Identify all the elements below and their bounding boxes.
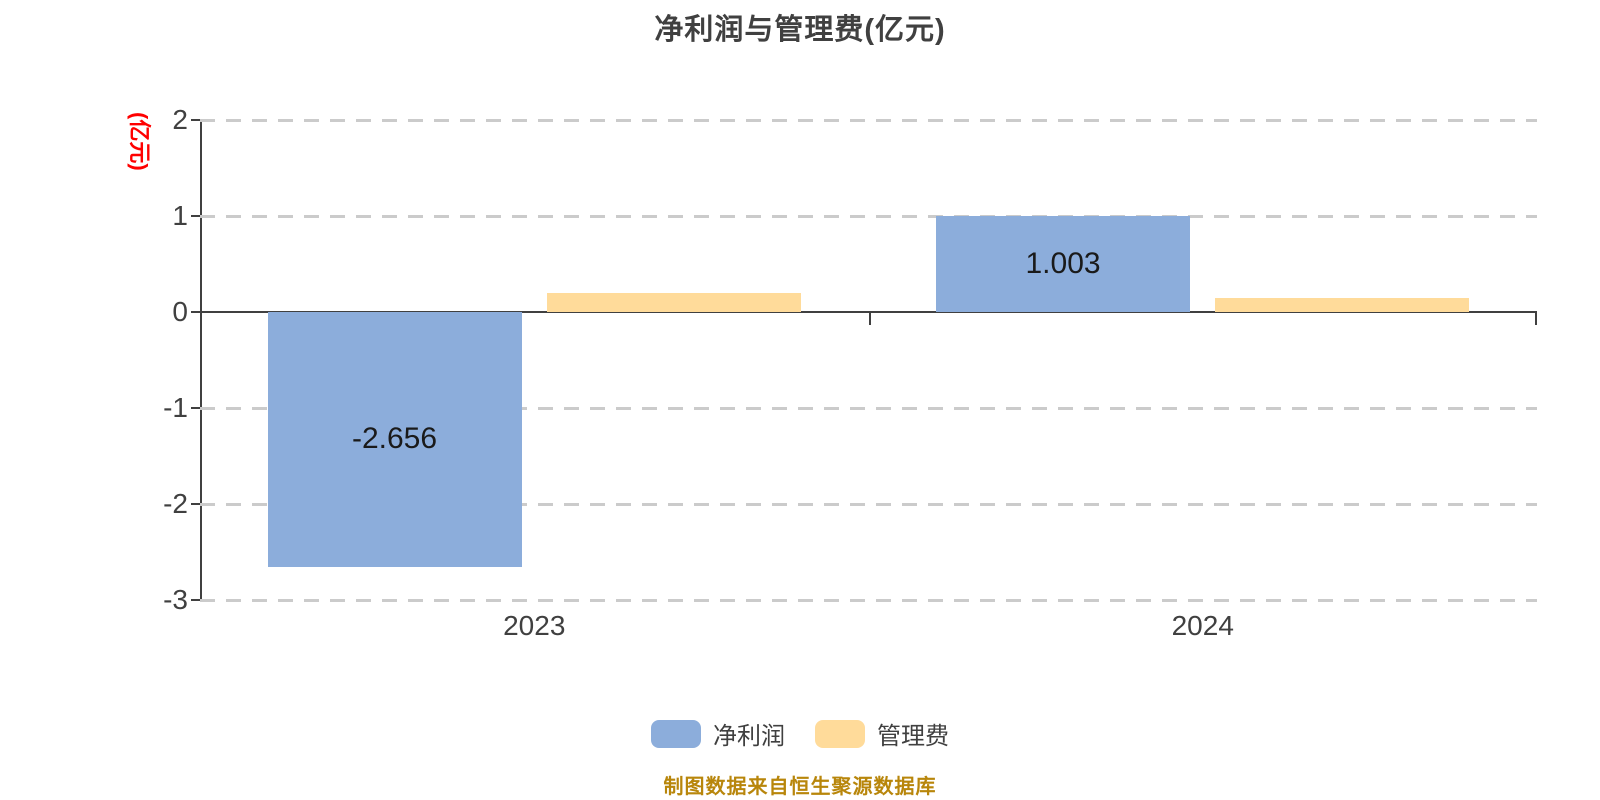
management-fee-swatch-icon	[815, 719, 865, 748]
x-axis-tick	[1535, 312, 1537, 325]
gridline-y1	[200, 214, 1537, 218]
bar-value-label: -2.656	[351, 422, 438, 456]
legend-label-net-profit: 净利润	[713, 723, 785, 750]
net-profit-swatch-icon	[651, 719, 701, 748]
y-tick-label: -1	[163, 392, 188, 423]
y-tick-label: -2	[163, 488, 188, 519]
data-source-note: 制图数据来自恒生聚源数据库	[663, 776, 937, 798]
y-tick-label: 1	[172, 200, 188, 231]
y-axis-tick	[191, 119, 200, 121]
bar-净利润-2024	[936, 215, 1191, 312]
gridline-y-2	[200, 502, 1537, 506]
bar-管理费-2023	[546, 292, 801, 312]
x-axis-tick	[200, 312, 202, 325]
y-axis-tick	[191, 311, 200, 313]
legend-label-management-fee: 管理费	[877, 723, 949, 750]
bar-净利润-2023	[267, 312, 522, 567]
legend-item-net-profit: 净利润	[651, 716, 785, 751]
legend: 净利润 管理费	[0, 716, 1600, 751]
y-axis-line	[200, 120, 202, 600]
y-tick-label: 0	[172, 296, 188, 327]
plot-area: 2 1 0 -1 -2 -3 -2.656 2023 1.003 2024	[163, 104, 1537, 641]
y-tick-label: -3	[163, 584, 188, 615]
y-tick-label: 2	[172, 104, 188, 135]
gridline-y2	[200, 118, 1537, 122]
y-axis-tick	[191, 599, 200, 601]
legend-item-management-fee: 管理费	[815, 716, 949, 751]
y-axis-tick	[191, 503, 200, 505]
y-axis-tick	[191, 215, 200, 217]
x-axis-tick	[868, 312, 871, 325]
x-category-label: 2023	[503, 610, 566, 641]
bar-value-label: 1.003	[1025, 246, 1101, 280]
gridline-y-1	[200, 406, 1537, 410]
x-category-label: 2024	[1171, 610, 1234, 641]
chart-title: 净利润与管理费(亿元)	[654, 14, 946, 46]
bar-管理费-2024	[1215, 297, 1470, 312]
y-axis-tick	[191, 407, 200, 409]
gridline-y-3	[200, 598, 1537, 602]
